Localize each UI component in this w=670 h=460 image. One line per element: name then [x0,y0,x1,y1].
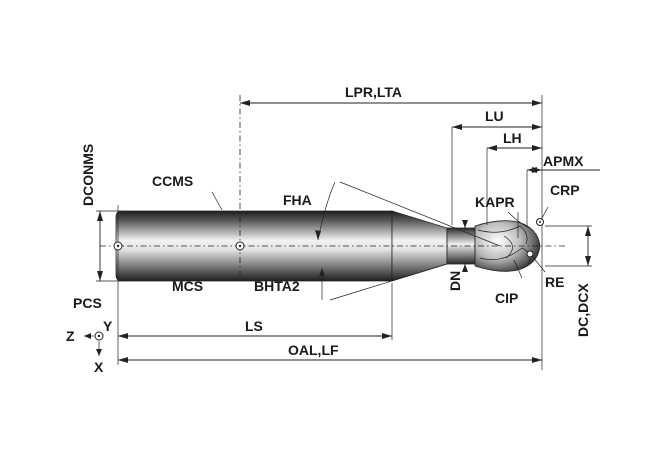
coordinate-triad [84,331,104,356]
crp-point [536,218,544,226]
mcs-point [235,241,245,251]
label-axis-y: Y [103,318,113,334]
dim-dc [585,226,591,266]
label-ls: LS [245,318,263,334]
label-kapr: KAPR [475,194,515,210]
label-apmx: APMX [543,153,584,169]
label-axis-x: X [94,359,104,375]
label-fha: FHA [283,192,312,208]
dim-apmx [527,167,600,173]
label-axis-z: Z [66,328,75,344]
label-dn: DN [447,271,463,291]
cip-point [526,250,534,258]
flute-edge-3 [503,235,513,259]
label-bhta2: BHTA2 [254,278,300,294]
label-pcs: PCS [73,295,102,311]
dim-dconms [97,211,103,281]
crp-leader [540,206,549,221]
label-dconms: DCONMS [80,144,96,206]
ccms-leader [211,191,223,211]
label-lh: LH [503,130,522,146]
bhta2-angle [319,263,448,301]
fha-angle [315,181,501,247]
dim-ls [118,333,392,339]
label-lu: LU [485,108,504,124]
label-oal-lf: OAL,LF [288,342,339,358]
flute-edge-1 [477,225,528,245]
label-dc-dcx: DC,DCX [575,283,591,337]
tool-body [115,210,541,282]
dim-lu [452,124,542,130]
label-ccms: CCMS [152,173,193,189]
label-cip: CIP [495,290,518,306]
dim-dn [462,220,468,272]
dim-oal [118,357,542,363]
re-leader [531,255,546,273]
label-mcs: MCS [172,278,203,294]
dim-lpr [240,100,542,106]
flute-edge-2 [479,247,531,265]
label-crp: CRP [550,182,580,198]
label-lpr-lta: LPR,LTA [345,84,402,100]
cip-leader [513,259,523,279]
dim-lh [487,145,542,151]
label-re: RE [545,274,564,290]
pcs-point [113,241,123,251]
kapr-angle [507,211,531,238]
